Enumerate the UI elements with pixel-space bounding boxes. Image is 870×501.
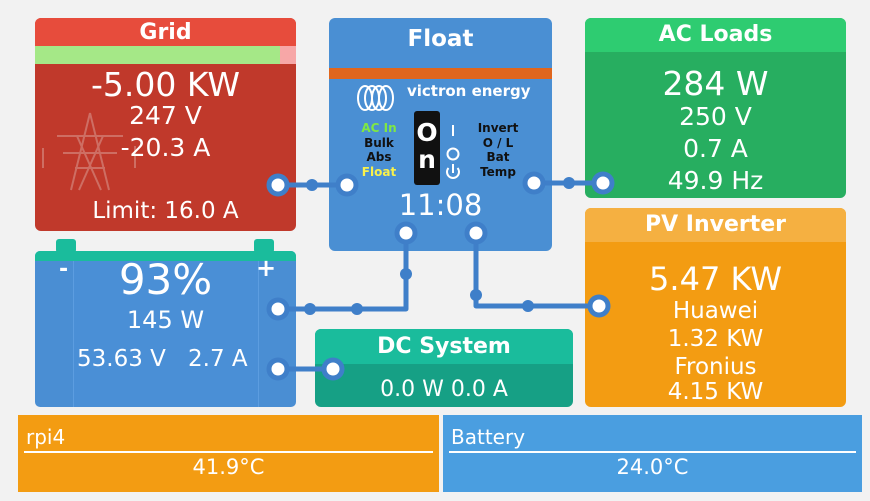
led-label-temp: Temp	[480, 164, 516, 179]
battery-top-strip	[35, 251, 296, 261]
led-label-bulk: Bulk	[364, 135, 394, 150]
temperature-tile-rpi4[interactable]: rpi4 41.9°C	[18, 415, 439, 492]
battery-power: 145 W	[126, 306, 205, 334]
pv-source1-power: 1.32 KW	[667, 326, 764, 352]
temperature-name: rpi4	[26, 425, 66, 449]
led-label-abs: Abs	[366, 150, 392, 164]
ac-loads-tile[interactable]: AC Loads 284 W 250 V 0.7 A 49.9 Hz	[585, 18, 846, 198]
pv-source2-name: Fronius	[674, 354, 757, 380]
led-label-ac-in: AC In	[361, 121, 397, 135]
grid-usage-bar-fill	[35, 46, 281, 64]
temperature-tile-battery[interactable]: Battery 24.0°C	[443, 415, 862, 492]
led-label-overload: O / L	[482, 135, 514, 150]
grid-usage-bar	[35, 46, 296, 64]
temperature-value: 24.0°C	[616, 455, 689, 479]
grid-voltage: 247 V	[129, 101, 202, 130]
ac-loads-current: 0.7 A	[683, 134, 748, 163]
grid-power: -5.00 KW	[91, 65, 240, 104]
temperature-value: 41.9°C	[192, 455, 265, 479]
temperature-divider	[24, 451, 433, 453]
battery-soc: 93%	[118, 255, 213, 304]
pv-inverter-tile[interactable]: PV Inverter 5.47 KW Huawei 1.32 KW Froni…	[585, 208, 846, 407]
inverter-accent-strip	[329, 68, 552, 79]
power-tower-icon	[42, 112, 136, 191]
ac-loads-voltage: 250 V	[679, 102, 752, 131]
inverter-tile[interactable]: Float victron energy AC In Bulk Abs Floa…	[329, 18, 552, 251]
ac-loads-frequency: 49.9 Hz	[667, 166, 764, 195]
grid-tile[interactable]: Grid -5.00 KW 247 V -20.3 A Limit: 16.0 …	[35, 18, 296, 231]
led-label-float: Float	[361, 164, 397, 179]
battery-tile[interactable]: - + 93% 145 W 53.63 V 2.7 A	[35, 251, 296, 407]
grid-title: Grid	[35, 18, 296, 46]
ac-loads-title: AC Loads	[585, 18, 846, 52]
led-label-bat: Bat	[486, 150, 510, 164]
temperature-divider	[449, 451, 856, 453]
battery-plus-sign: +	[256, 254, 277, 282]
battery-voltage: 53.63 V	[77, 346, 166, 372]
pv-source1-name: Huawei	[672, 298, 759, 324]
inverter-state-title: Float	[407, 26, 474, 52]
dc-system-values: 0.0 W 0.0 A	[380, 377, 508, 402]
switch-symbols-icon	[446, 125, 460, 179]
pv-source2-power: 4.15 KW	[667, 379, 764, 405]
victron-brand: victron energy	[407, 82, 531, 100]
inverter-left-labels: AC In Bulk Abs Float	[349, 121, 409, 179]
grid-limit: Limit: 16.0 A	[92, 198, 239, 224]
ac-loads-power: 284 W	[662, 64, 769, 103]
battery-current: 2.7 A	[188, 346, 248, 372]
inverter-time: 11:08	[398, 188, 483, 222]
pv-total-power: 5.47 KW	[649, 260, 782, 298]
victron-logo-icon	[357, 85, 394, 111]
battery-minus-sign: -	[59, 257, 69, 282]
inverter-right-labels: Invert O / L Bat Temp	[467, 121, 529, 179]
dc-system-title: DC System	[315, 329, 573, 364]
dc-system-tile[interactable]: DC System 0.0 W 0.0 A	[315, 329, 573, 407]
pv-inverter-title: PV Inverter	[585, 208, 846, 242]
battery-soc-fill	[73, 261, 259, 407]
battery-terminal-minus	[56, 239, 76, 253]
led-label-invert: Invert	[477, 121, 519, 135]
temperature-name: Battery	[451, 425, 526, 449]
grid-current: -20.3 A	[120, 133, 211, 162]
battery-terminal-plus	[254, 239, 274, 253]
